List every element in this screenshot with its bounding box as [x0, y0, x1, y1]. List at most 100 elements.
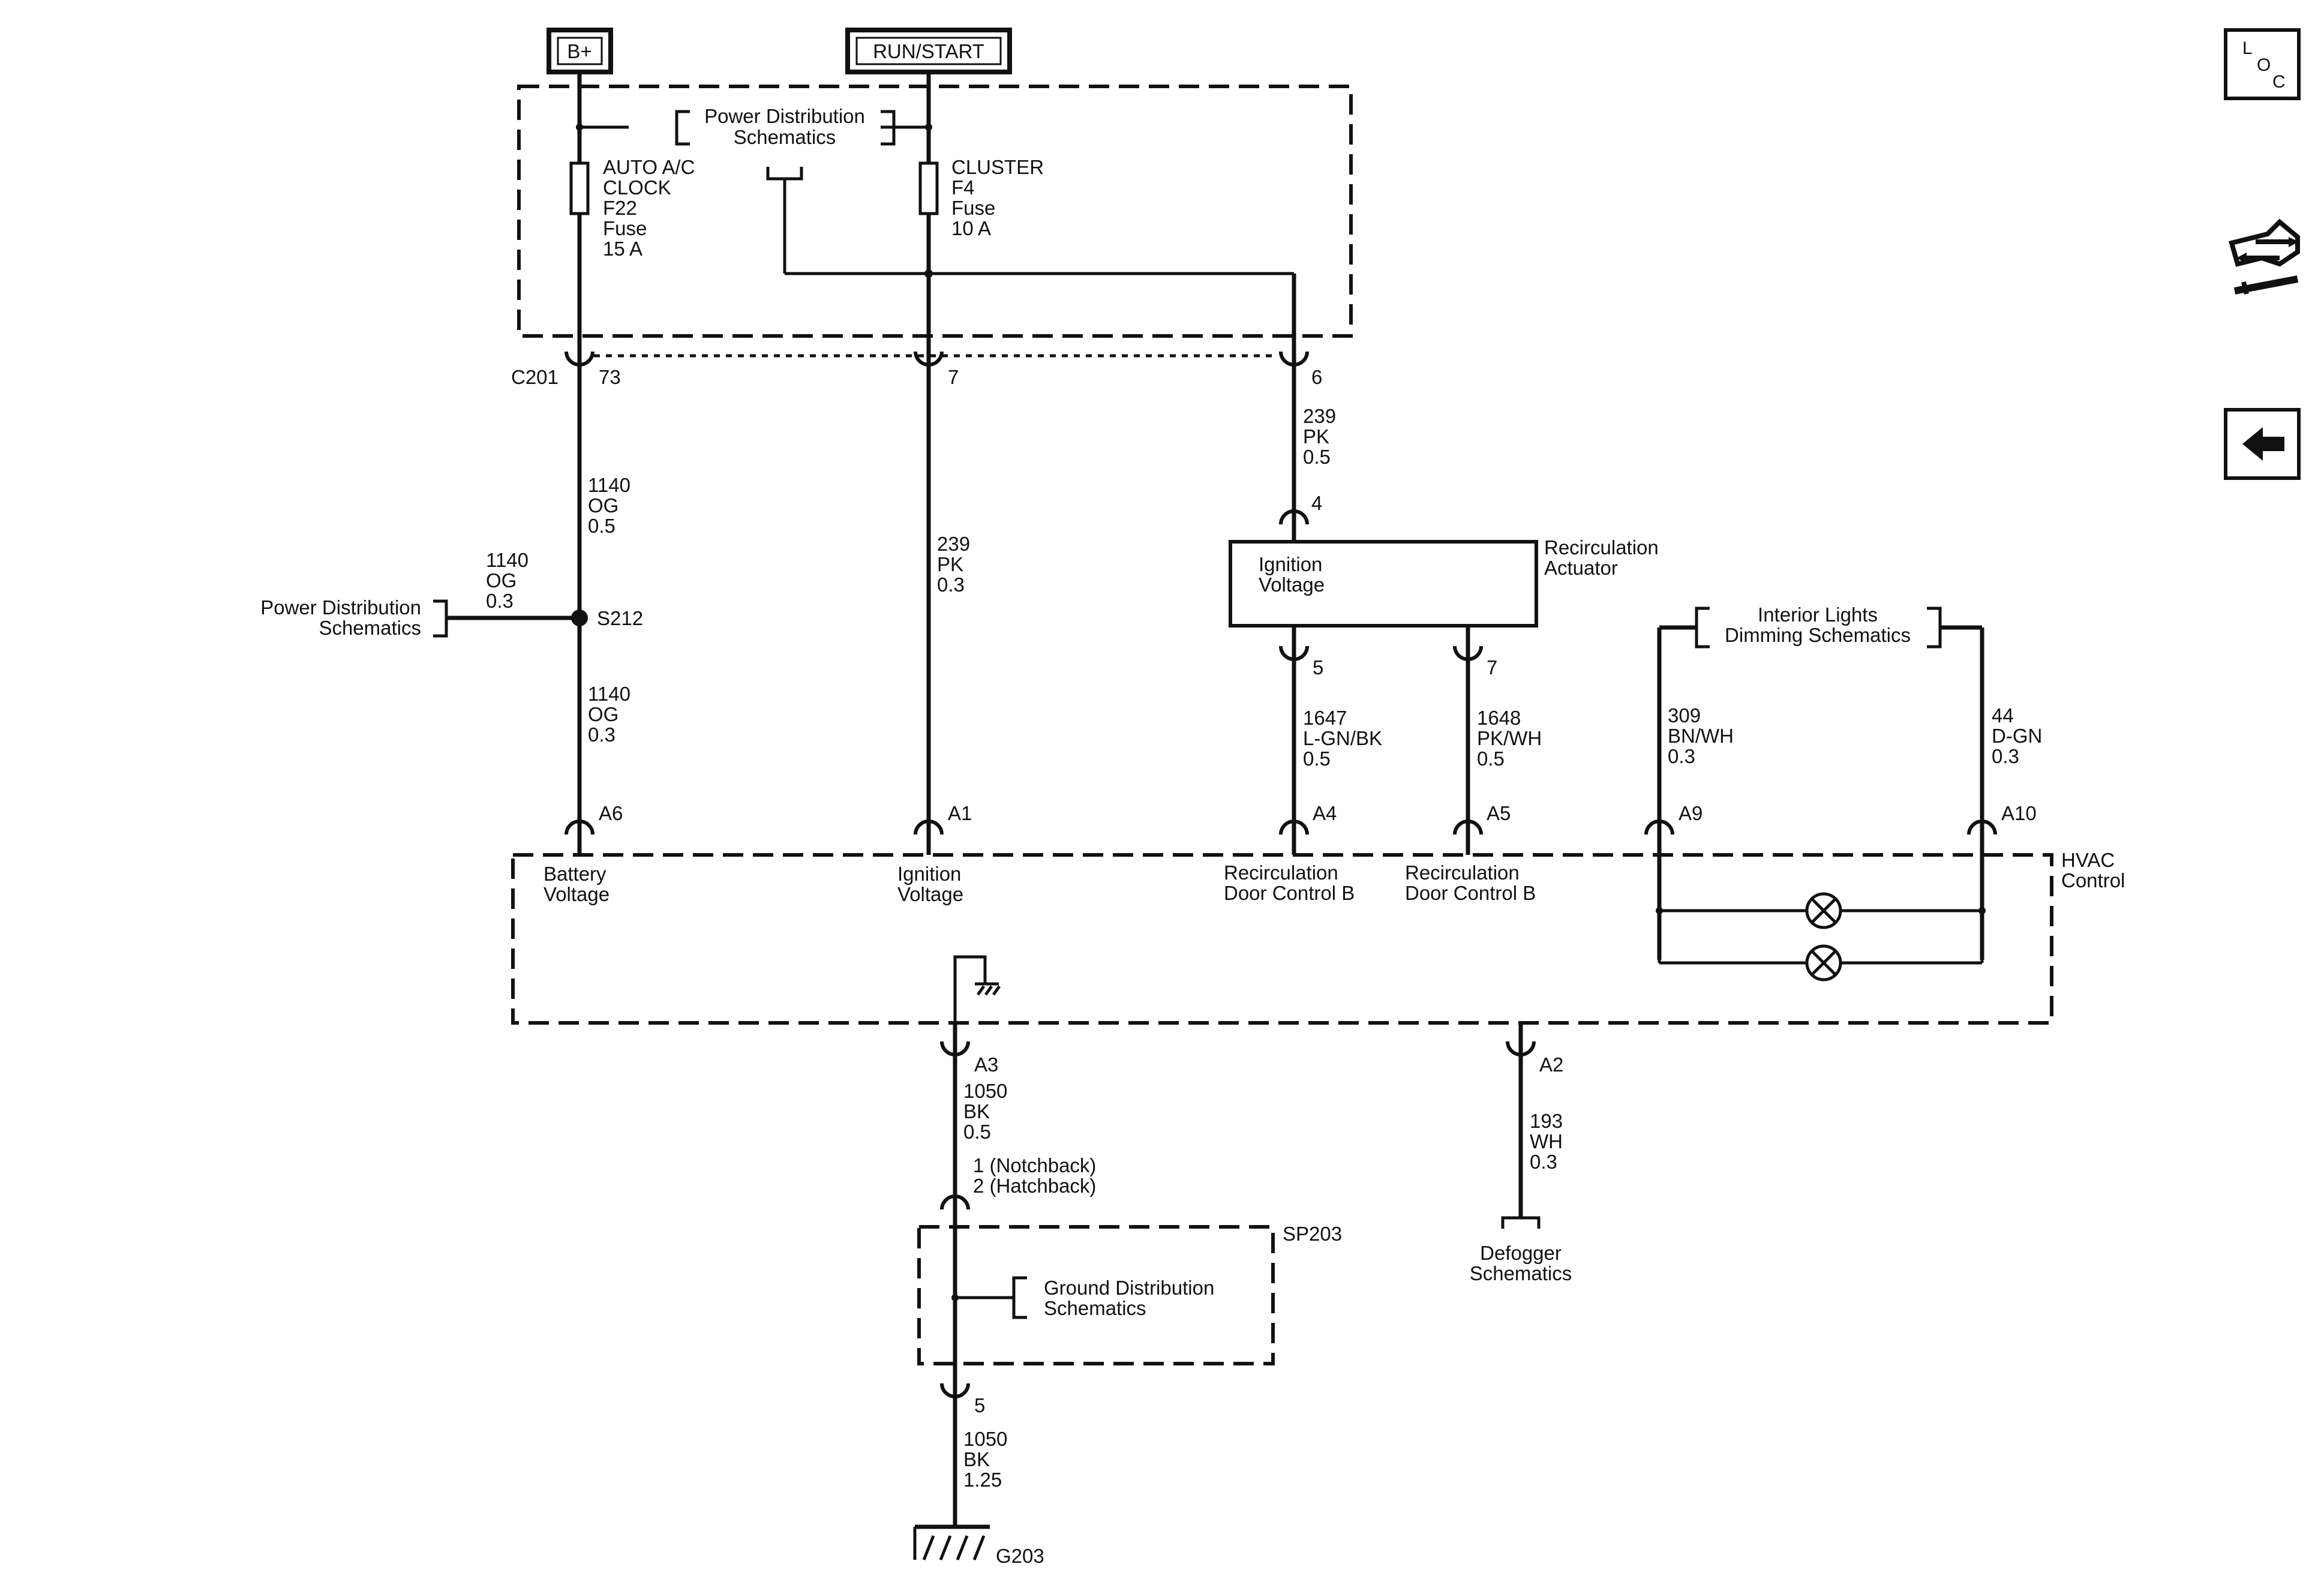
ignition-source-box: RUN/START	[845, 28, 1012, 74]
svg-text:AUTO A/C: AUTO A/C	[603, 156, 695, 178]
svg-text:2 (Hatchback): 2 (Hatchback)	[973, 1175, 1096, 1197]
recirculation-actuator-box	[1229, 540, 1538, 628]
svg-text:0.5: 0.5	[1477, 748, 1505, 770]
svg-text:CLOCK: CLOCK	[603, 176, 671, 199]
svg-text:1140: 1140	[486, 549, 529, 571]
ground-distribution-link[interactable]: Ground Distribution Schematics	[1012, 1276, 1214, 1319]
svg-text:Schematics: Schematics	[1044, 1297, 1146, 1319]
svg-text:OG: OG	[486, 569, 517, 592]
svg-text:PK/WH: PK/WH	[1477, 727, 1542, 749]
hvac-pin-a1: A1	[948, 802, 972, 824]
svg-text:OG: OG	[588, 494, 618, 517]
wire-label-a9: 309 BN/WH 0.3	[1668, 704, 1734, 767]
wire-label-act-5: 1647 L-GN/BK 0.5	[1303, 707, 1382, 770]
svg-text:F4: F4	[951, 176, 975, 199]
svg-text:L-GN/BK: L-GN/BK	[1303, 727, 1382, 749]
svg-text:O: O	[2257, 55, 2271, 75]
svg-text:0.3: 0.3	[1992, 745, 2019, 767]
hvac-recirc-a5-label: Recirculation Door Control B	[1405, 861, 1536, 904]
svg-text:1050: 1050	[963, 1080, 1007, 1102]
c201-pin-7: 7	[948, 366, 959, 388]
fuse-f22-label: AUTO A/C CLOCK F22 Fuse 15 A	[603, 156, 695, 260]
power-distribution-link[interactable]: Power Distribution Schematics	[675, 105, 896, 181]
defogger-schematics-link[interactable]: Defogger Schematics	[1470, 1216, 1572, 1284]
hvac-recirc-a4-label: Recirculation Door Control B	[1224, 861, 1355, 904]
svg-text:0.3: 0.3	[1530, 1151, 1557, 1173]
wire-label-c201-7: 239 PK 0.3	[937, 533, 970, 596]
sp203-boundary	[917, 1225, 1275, 1365]
wire-label-s212-left: 1140 OG 0.3	[486, 549, 529, 612]
svg-text:Recirculation: Recirculation	[1544, 536, 1659, 559]
wire-label-a3: 1050 BK 0.5	[963, 1080, 1007, 1143]
svg-text:Fuse: Fuse	[951, 197, 995, 219]
hvac-pin-a6: A6	[599, 802, 623, 824]
wire-label-g203: 1050 BK 1.25	[963, 1428, 1007, 1491]
battery-source-label: B+	[567, 40, 591, 62]
svg-text:Defogger: Defogger	[1480, 1242, 1562, 1264]
interior-lights-dimming-link[interactable]: Interior Lights Dimming Schematics	[1695, 604, 1942, 649]
back-arrow-icon	[2242, 427, 2284, 461]
c201-pin-73: 73	[599, 366, 621, 388]
hvac-pin-a3: A3	[974, 1053, 998, 1076]
battery-source-box: B+	[547, 28, 613, 74]
svg-text:Recirculation: Recirculation	[1224, 861, 1338, 884]
svg-text:Actuator: Actuator	[1544, 557, 1618, 579]
svg-text:1050: 1050	[963, 1428, 1007, 1450]
hvac-battery-voltage-label: Battery Voltage	[544, 863, 609, 905]
svg-text:0.3: 0.3	[588, 724, 615, 746]
hvac-control-label: HVAC Control	[2061, 849, 2125, 891]
actuator-pin-4: 4	[1311, 492, 1322, 514]
svg-text:0.5: 0.5	[588, 515, 615, 537]
locator-button[interactable]: L O C	[2224, 28, 2301, 100]
recirculation-actuator-label: Recirculation Actuator	[1544, 536, 1659, 579]
hvac-pin-a10: A10	[2001, 802, 2037, 824]
back-arrow-button[interactable]	[2224, 408, 2301, 480]
svg-text:Control: Control	[2061, 869, 2125, 891]
svg-text:BK: BK	[963, 1100, 990, 1122]
svg-text:HVAC: HVAC	[2061, 849, 2115, 871]
svg-text:Dimming Schematics: Dimming Schematics	[1725, 624, 1911, 646]
sp203-pin-5: 5	[974, 1394, 985, 1416]
svg-text:Voltage: Voltage	[897, 883, 963, 905]
svg-text:Schematics: Schematics	[734, 126, 836, 148]
svg-text:1 (Notchback): 1 (Notchback)	[973, 1154, 1096, 1176]
ground-g203-symbol	[913, 1524, 990, 1560]
wire-label-s212-down: 1140 OG 0.3	[588, 683, 630, 746]
svg-text:Voltage: Voltage	[544, 883, 609, 905]
svg-text:PK: PK	[1303, 425, 1329, 448]
svg-text:1648: 1648	[1477, 707, 1521, 729]
hvac-control-boundary	[511, 853, 2053, 1025]
svg-text:0.3: 0.3	[937, 574, 965, 596]
svg-text:Power Distribution: Power Distribution	[704, 105, 865, 127]
power-distribution-link-s212[interactable]: Power Distribution Schematics	[260, 596, 448, 639]
connector-view-icon[interactable]	[2229, 218, 2300, 295]
fuse-f4-label: CLUSTER F4 Fuse 10 A	[951, 156, 1044, 239]
wire-label-c201-73: 1140 OG 0.5	[588, 474, 630, 537]
svg-text:D-GN: D-GN	[1992, 725, 2042, 747]
svg-text:Power Distribution: Power Distribution	[260, 596, 421, 619]
svg-text:0.3: 0.3	[486, 590, 514, 612]
indicator-lamp-1	[1805, 892, 1842, 929]
svg-text:Battery: Battery	[544, 863, 606, 885]
wire-label-c201-6: 239 PK 0.5	[1303, 405, 1336, 468]
hvac-ignition-voltage-label: Ignition Voltage	[897, 863, 963, 905]
svg-text:C: C	[2272, 72, 2286, 92]
wire-label-a2: 193 WH 0.3	[1530, 1110, 1563, 1173]
svg-text:Ignition: Ignition	[1259, 553, 1322, 575]
internal-ground-symbol	[953, 955, 1001, 1023]
ground-g203-label: G203	[996, 1545, 1044, 1567]
svg-text:BN/WH: BN/WH	[1668, 725, 1734, 747]
actuator-pin-7: 7	[1487, 656, 1497, 679]
svg-text:1647: 1647	[1303, 707, 1347, 729]
hvac-pin-a9: A9	[1679, 802, 1703, 824]
svg-text:0.3: 0.3	[1668, 745, 1695, 767]
svg-text:0.5: 0.5	[1303, 748, 1331, 770]
c201-connector-label: C201	[511, 366, 559, 388]
svg-text:Recirculation: Recirculation	[1405, 861, 1520, 884]
svg-text:0.5: 0.5	[1303, 446, 1331, 468]
svg-text:Fuse: Fuse	[603, 217, 647, 239]
svg-text:PK: PK	[937, 553, 963, 575]
actuator-pin-5: 5	[1313, 656, 1323, 679]
svg-text:10 A: 10 A	[951, 217, 991, 239]
fuse-f22-symbol	[569, 161, 590, 215]
